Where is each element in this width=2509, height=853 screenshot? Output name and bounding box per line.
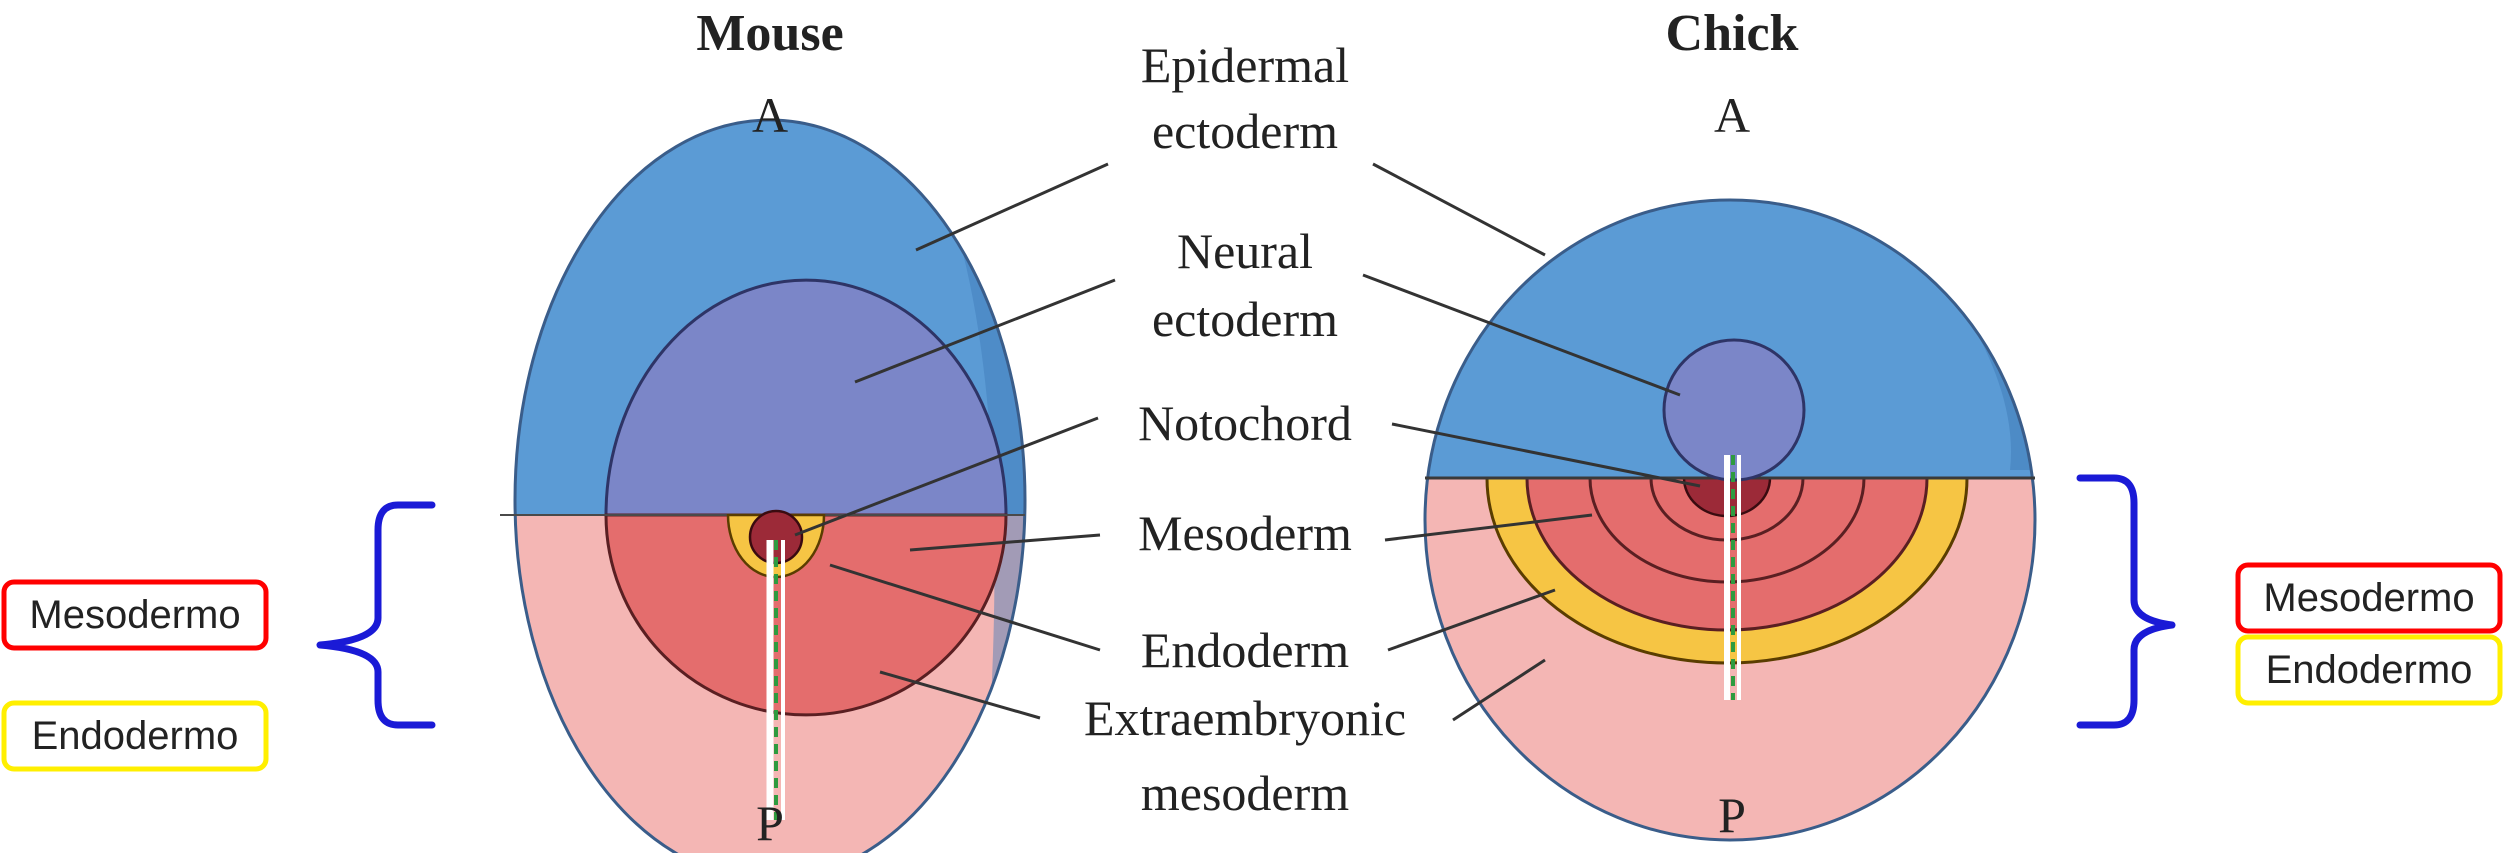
right-endodermo-text: Endodermo <box>2266 648 2473 692</box>
mouse-embryo <box>500 100 1040 853</box>
extraembryonic-label-line2: mesoderm <box>1141 765 1349 821</box>
endoderm-label: Endoderm <box>1141 622 1349 678</box>
mouse-title: Mouse <box>696 5 843 62</box>
left-endodermo-text: Endodermo <box>32 714 239 758</box>
neural-label-line2: ectoderm <box>1152 291 1338 347</box>
neural-label-line1: Neural <box>1177 223 1313 279</box>
mouse-notochord <box>750 511 802 563</box>
left-mesodermo-text: Mesodermo <box>29 593 240 637</box>
mouse-anterior-label: A <box>752 87 788 143</box>
chick-anterior-label: A <box>1714 87 1750 143</box>
epidermal-label-line1: Epidermal <box>1141 37 1349 93</box>
epidermal-label-line2: ectoderm <box>1152 103 1338 159</box>
chick-embryo <box>1420 190 2040 853</box>
right-annotation: Mesodermo Endodermo <box>2080 478 2500 725</box>
extraembryonic-label-line1: Extraembryonic <box>1084 690 1406 746</box>
mouse-posterior-label: P <box>756 795 784 851</box>
notochord-label: Notochord <box>1138 395 1352 451</box>
left-annotation: Mesodermo Endodermo <box>4 505 432 769</box>
left-bracket <box>320 505 432 725</box>
right-bracket <box>2080 478 2172 725</box>
mesoderm-label: Mesoderm <box>1138 505 1352 561</box>
right-mesodermo-text: Mesodermo <box>2263 576 2474 620</box>
chick-title: Chick <box>1666 5 1799 62</box>
chick-posterior-label: P <box>1718 787 1746 843</box>
